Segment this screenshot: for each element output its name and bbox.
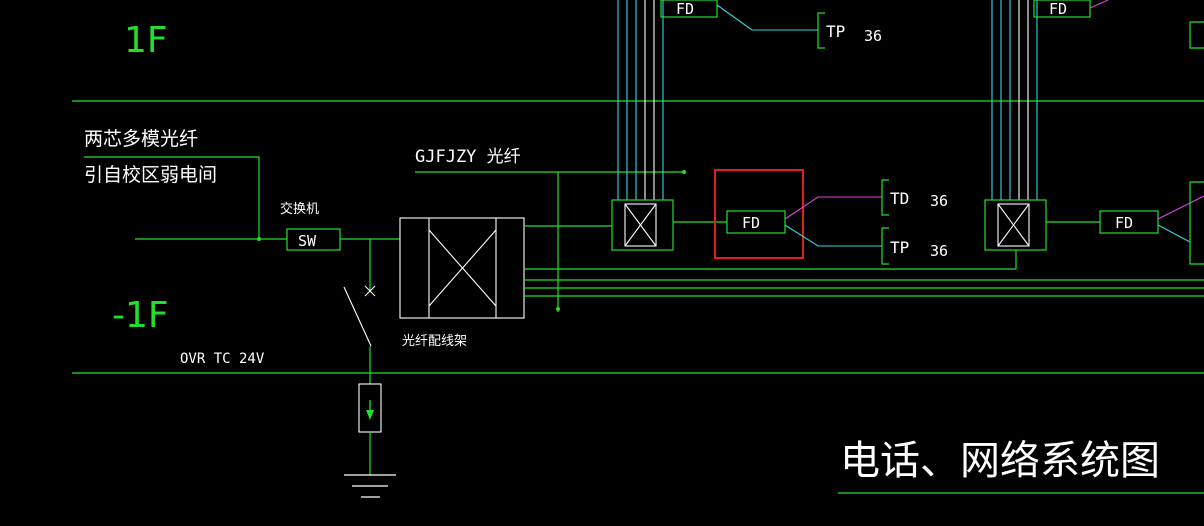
fd-box-right: [1099, 210, 1159, 234]
surge-cross-b: [364, 285, 376, 297]
floor-label-1f: 1F: [124, 20, 168, 61]
switch-label: SW: [298, 232, 317, 250]
surge-arrow-icon: [366, 410, 374, 420]
fd-box-top-left: [660, 0, 718, 18]
source-leader-line: [84, 156, 260, 238]
fd-center-to-tp-line: [784, 224, 882, 247]
junction-dot: [257, 237, 261, 241]
outlet-bracket-top-right: [1189, 21, 1204, 49]
distribution-box-right-inner: [997, 203, 1030, 247]
distribution-box-right: [984, 199, 1047, 251]
fd-box-top-right: [1033, 0, 1091, 18]
fd-highlight-frame[interactable]: [714, 169, 804, 259]
td-label: TD: [890, 189, 909, 208]
cable-label: GJFJZY 光纤: [415, 147, 521, 167]
td-count: 36: [930, 192, 948, 210]
source-note-line1: 两芯多模光纤: [84, 128, 198, 150]
fd-center-to-td-line: [784, 196, 882, 220]
surge-switch-blade: [343, 286, 372, 347]
fd-top-right-branch: [1089, 0, 1109, 9]
fd-label-top-left: FD: [676, 0, 694, 18]
switch-caption: 交换机: [280, 201, 319, 217]
fd-label-top-right: FD: [1049, 0, 1067, 18]
fd-right-to-outlet-line: [1157, 195, 1204, 220]
outlet-bracket-right: [1189, 181, 1204, 265]
source-note-line2: 引自校区弱电间: [84, 164, 217, 186]
diagram-title: 电话、网络系统图: [840, 438, 1160, 484]
fd-label-center: FD: [742, 214, 760, 232]
distribution-box-right-cross-b: [997, 203, 1030, 247]
tp-bracket-top: [817, 12, 825, 49]
odf-caption: 光纤配线架: [402, 334, 467, 349]
tp-label-top: TP: [826, 22, 845, 41]
tp-bracket-center: [881, 227, 889, 265]
odf-cross-b: [428, 229, 497, 307]
cable-drop-dot: [556, 307, 560, 311]
distribution-box-left-cross-b: [624, 203, 657, 247]
fd-right-to-outlet-line-2: [1157, 224, 1191, 243]
fd-top-left-branch: [716, 4, 753, 31]
cable-leader-dot: [682, 170, 686, 174]
tp-count-center: 36: [930, 242, 948, 260]
td-bracket: [881, 179, 889, 216]
tp-label-center: TP: [890, 238, 909, 257]
distribution-box-left-inner: [624, 203, 657, 247]
fd-label-right: FD: [1115, 214, 1133, 232]
distribution-box-left: [611, 199, 674, 251]
tp-count-top: 36: [864, 27, 882, 45]
floor-label-b1f: -1F: [112, 295, 169, 336]
fd-box-center[interactable]: [726, 210, 786, 234]
surge-label: OVR TC 24V: [180, 351, 265, 367]
